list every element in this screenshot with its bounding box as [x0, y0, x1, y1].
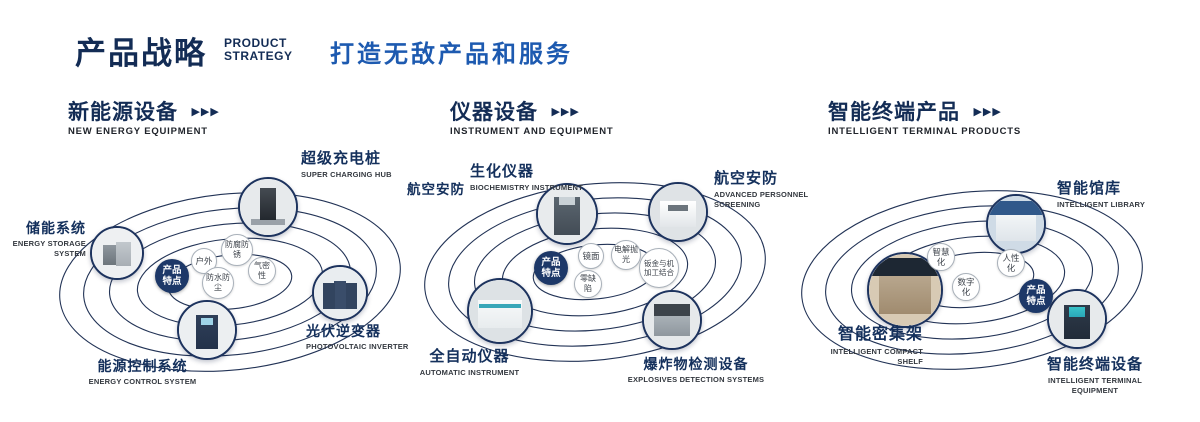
- section-title-intelligent: 智能终端产品 ▶▶▶: [828, 96, 1002, 126]
- label-energy-control: 能源控制系统 ENERGY CONTROL SYSTEM: [85, 358, 200, 387]
- product-name-cn: 储能系统: [26, 220, 86, 236]
- product-circle-intelligent-terminal: [1047, 289, 1107, 349]
- super-charging-hub-image: [240, 179, 296, 235]
- section-title-cn: 新能源设备: [68, 101, 178, 124]
- product-name-en: BIOCHEMISTRY INSTRUMENT: [470, 183, 583, 193]
- label-compact-shelf: 智能密集架 INTELLIGENT COMPACT SHELF: [827, 326, 923, 367]
- product-circle-biochemistry: [536, 183, 598, 245]
- product-circle-intelligent-library: [986, 194, 1046, 254]
- label-photovoltaic-inverter: 光伏逆变器 PHOTOVOLTAIC INVERTER: [306, 323, 409, 352]
- product-name-en: ENERGY STORAGE SYSTEM: [12, 239, 86, 258]
- product-name-cn: 生化仪器: [470, 163, 535, 180]
- product-name-cn: 光伏逆变器: [306, 323, 381, 339]
- label-automatic-instrument: 全自动仪器 AUTOMATIC INSTRUMENT: [412, 348, 527, 378]
- product-name-cn: 航空安防: [714, 170, 779, 187]
- product-name-cn: 智能密集架: [837, 326, 923, 343]
- product-name-cn: 能源控制系统: [97, 358, 188, 374]
- product-name-en: ENERGY CONTROL SYSTEM: [88, 377, 197, 387]
- label-explosives-detection: 爆炸物检测设备 EXPLOSIVES DETECTION SYSTEMS: [626, 356, 766, 385]
- product-name-en: INTELLIGENT COMPACT SHELF: [830, 347, 923, 367]
- slogan: 打造无敌产品和服务: [330, 41, 573, 68]
- product-name-cn: 智能终端设备: [1046, 356, 1143, 373]
- product-name-cn: 爆炸物检测设备: [643, 356, 749, 372]
- feature-bubble: 钣金与机加工结合: [639, 248, 679, 288]
- product-name-en: ADVANCED PERSONNEL SCREENING: [714, 190, 809, 209]
- explosives-detection-image: [644, 292, 700, 348]
- section-subtitle-intelligent: INTELLIGENT TERMINAL PRODUCTS: [828, 126, 1021, 137]
- compact-shelf-image: [869, 254, 941, 326]
- section-title-cn: 仪器设备: [450, 101, 538, 124]
- feature-bubble: 防水防尘: [202, 267, 234, 299]
- personnel-screening-image: [650, 184, 706, 240]
- product-circle-personnel-screening: [648, 182, 708, 242]
- product-name-cn: 智能馆库: [1057, 180, 1122, 197]
- aux-label-aviation-security: 航空安防: [407, 182, 465, 197]
- feature-bubble: 镜面: [578, 243, 604, 269]
- product-name-cn: 超级充电桩: [301, 150, 382, 167]
- feature-bubble: 人性化: [997, 249, 1025, 277]
- product-features-badge: 产品特点: [534, 251, 568, 285]
- section-subtitle-new-energy: NEW ENERGY EQUIPMENT: [68, 126, 208, 137]
- intelligent-library-image: [988, 196, 1044, 252]
- product-name-en: INTELLIGENT TERMINAL EQUIPMENT: [1048, 376, 1142, 395]
- photovoltaic-inverter-image: [314, 267, 366, 319]
- automatic-instrument-image: [469, 280, 531, 342]
- label-energy-storage: 储能系统 ENERGY STORAGE SYSTEM: [4, 220, 86, 259]
- label-intelligent-library: 智能馆库 INTELLIGENT LIBRARY: [1057, 180, 1145, 210]
- section-title-cn: 智能终端产品: [828, 101, 960, 124]
- product-circle-energy-storage: [90, 226, 144, 280]
- label-personnel-screening: 航空安防 ADVANCED PERSONNEL SCREENING: [714, 170, 809, 210]
- intelligent-terminal-image: [1049, 291, 1105, 347]
- label-intelligent-terminal: 智能终端设备 INTELLIGENT TERMINAL EQUIPMENT: [1025, 356, 1165, 396]
- triple-arrow-icon: ▶▶▶: [551, 105, 580, 118]
- page-title-en-line1: PRODUCT: [224, 36, 287, 50]
- label-super-charging-hub: 超级充电桩 SUPER CHARGING HUB: [301, 150, 392, 180]
- energy-storage-image: [92, 228, 142, 278]
- product-circle-photovoltaic-inverter: [312, 265, 368, 321]
- section-subtitle-instrument: INSTRUMENT AND EQUIPMENT: [450, 126, 614, 137]
- triple-arrow-icon: ▶▶▶: [191, 105, 220, 118]
- feature-bubble: 智慧化: [927, 243, 955, 271]
- product-features-badge: 产品特点: [155, 259, 189, 293]
- feature-bubble: 气密性: [248, 257, 276, 285]
- section-title-new-energy: 新能源设备 ▶▶▶: [68, 96, 220, 126]
- product-circle-super-charging-hub: [238, 177, 298, 237]
- page-title-en: PRODUCT STRATEGY: [224, 36, 293, 64]
- energy-control-image: [179, 302, 235, 358]
- product-name-cn: 全自动仪器: [429, 348, 510, 365]
- feature-bubble: 零缺陷: [574, 270, 602, 298]
- product-name-en: AUTOMATIC INSTRUMENT: [419, 368, 520, 378]
- feature-bubble: 电解抛光: [611, 240, 641, 270]
- page-title-en-line2: STRATEGY: [224, 49, 293, 64]
- product-name-en: PHOTOVOLTAIC INVERTER: [306, 342, 409, 352]
- feature-bubble: 防腐防锈: [221, 234, 253, 266]
- triple-arrow-icon: ▶▶▶: [973, 105, 1002, 118]
- biochemistry-instrument-image: [538, 185, 596, 243]
- product-circle-energy-control: [177, 300, 237, 360]
- feature-bubble: 数字化: [952, 273, 980, 301]
- product-features-badge: 产品特点: [1019, 279, 1053, 313]
- product-name-en: INTELLIGENT LIBRARY: [1057, 200, 1146, 210]
- product-circle-automatic-instrument: [467, 278, 533, 344]
- product-circle-explosives-detection: [642, 290, 702, 350]
- product-name-en: EXPLOSIVES DETECTION SYSTEMS: [627, 375, 765, 385]
- page-title: 产品战略: [75, 36, 207, 71]
- section-title-instrument: 仪器设备 ▶▶▶: [450, 96, 580, 126]
- product-name-en: SUPER CHARGING HUB: [301, 170, 392, 180]
- label-biochemistry: 生化仪器 BIOCHEMISTRY INSTRUMENT: [470, 163, 583, 193]
